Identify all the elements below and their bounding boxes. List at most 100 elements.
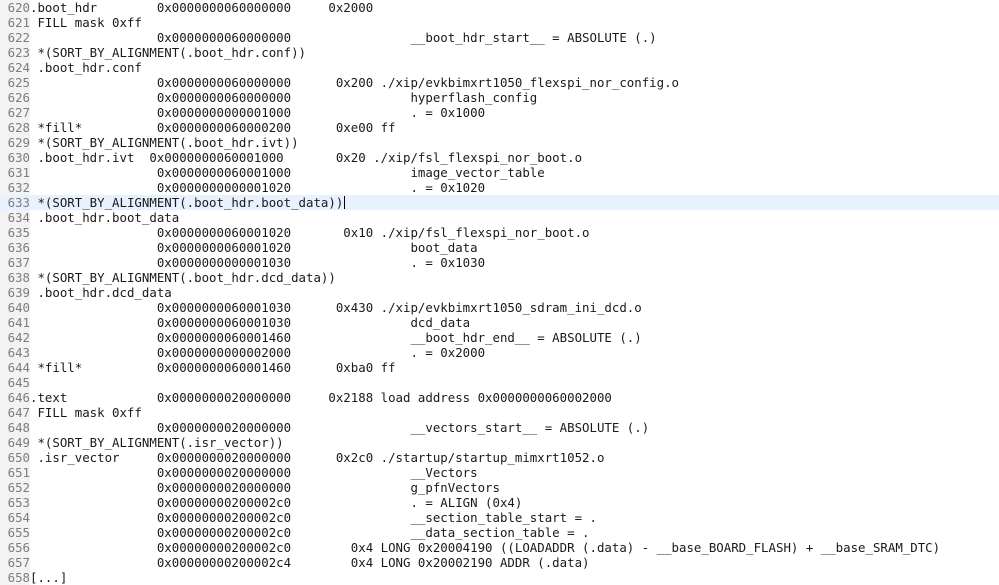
line-text[interactable]: *(SORT_BY_ALIGNMENT(.isr_vector)) bbox=[30, 435, 284, 450]
code-line[interactable]: 638 *(SORT_BY_ALIGNMENT(.boot_hdr.dcd_da… bbox=[0, 270, 999, 285]
code-line[interactable]: 628 *fill* 0x0000000060000200 0xe00 ff bbox=[0, 120, 999, 135]
code-line[interactable]: 624 .boot_hdr.conf bbox=[0, 60, 999, 75]
line-text[interactable]: 0x0000000020000000 __Vectors bbox=[30, 465, 478, 480]
line-text[interactable]: FILL mask 0xff bbox=[30, 405, 142, 420]
line-text[interactable]: 0x00000000200002c4 0x4 LONG 0x20002190 A… bbox=[30, 555, 590, 570]
line-text[interactable]: 0x0000000020000000 g_pfnVectors bbox=[30, 480, 500, 495]
code-line[interactable]: 647 FILL mask 0xff bbox=[0, 405, 999, 420]
line-number: 641 bbox=[0, 315, 30, 330]
code-line[interactable]: 637 0x0000000000001030 . = 0x1030 bbox=[0, 255, 999, 270]
line-number: 649 bbox=[0, 435, 30, 450]
line-text[interactable]: .boot_hdr 0x0000000060000000 0x2000 bbox=[30, 0, 374, 15]
line-text[interactable]: 0x0000000060001020 boot_data bbox=[30, 240, 478, 255]
line-text[interactable]: 0x0000000060001020 0x10 ./xip/fsl_flexsp… bbox=[30, 225, 590, 240]
code-line[interactable]: 653 0x00000000200002c0 . = ALIGN (0x4) bbox=[0, 495, 999, 510]
line-text[interactable]: .boot_hdr.boot_data bbox=[30, 210, 180, 225]
line-number: 628 bbox=[0, 120, 30, 135]
code-line[interactable]: 626 0x0000000060000000 hyperflash_config bbox=[0, 90, 999, 105]
line-text[interactable]: 0x0000000020000000 __vectors_start__ = A… bbox=[30, 420, 650, 435]
code-line[interactable]: 620.boot_hdr 0x0000000060000000 0x2000 bbox=[0, 0, 999, 15]
line-text[interactable]: *(SORT_BY_ALIGNMENT(.boot_hdr.ivt)) bbox=[30, 135, 299, 150]
line-number: 647 bbox=[0, 405, 30, 420]
line-number: 640 bbox=[0, 300, 30, 315]
line-number: 634 bbox=[0, 210, 30, 225]
line-text[interactable]: 0x0000000060000000 0x200 ./xip/evkbimxrt… bbox=[30, 75, 680, 90]
code-line[interactable]: 657 0x00000000200002c4 0x4 LONG 0x200021… bbox=[0, 555, 999, 570]
code-line[interactable]: 655 0x00000000200002c0 __data_section_ta… bbox=[0, 525, 999, 540]
line-number: 651 bbox=[0, 465, 30, 480]
line-text[interactable]: 0x0000000000001000 . = 0x1000 bbox=[30, 105, 486, 120]
line-text[interactable]: 0x00000000200002c0 0x4 LONG 0x20004190 (… bbox=[30, 540, 941, 555]
line-text[interactable]: 0x0000000060001460 __boot_hdr_end__ = AB… bbox=[30, 330, 642, 345]
line-text[interactable]: *fill* 0x0000000060001460 0xba0 ff bbox=[30, 360, 396, 375]
line-number: 636 bbox=[0, 240, 30, 255]
line-text[interactable]: *(SORT_BY_ALIGNMENT(.boot_hdr.dcd_data)) bbox=[30, 270, 336, 285]
code-line[interactable]: 649 *(SORT_BY_ALIGNMENT(.isr_vector)) bbox=[0, 435, 999, 450]
code-line[interactable]: 621 FILL mask 0xff bbox=[0, 15, 999, 30]
code-line[interactable]: 627 0x0000000000001000 . = 0x1000 bbox=[0, 105, 999, 120]
code-line[interactable]: 631 0x0000000060001000 image_vector_tabl… bbox=[0, 165, 999, 180]
code-line[interactable]: 630 .boot_hdr.ivt 0x0000000060001000 0x2… bbox=[0, 150, 999, 165]
code-line[interactable]: 650 .isr_vector 0x0000000020000000 0x2c0… bbox=[0, 450, 999, 465]
line-number: 638 bbox=[0, 270, 30, 285]
code-line[interactable]: 656 0x00000000200002c0 0x4 LONG 0x200041… bbox=[0, 540, 999, 555]
line-text[interactable]: 0x00000000200002c0 __section_table_start… bbox=[30, 510, 597, 525]
line-number: 627 bbox=[0, 105, 30, 120]
line-number: 625 bbox=[0, 75, 30, 90]
line-text[interactable]: *(SORT_BY_ALIGNMENT(.boot_hdr.conf)) bbox=[30, 45, 307, 60]
line-text[interactable]: 0x0000000060000000 __boot_hdr_start__ = … bbox=[30, 30, 657, 45]
line-text[interactable]: 0x00000000200002c0 . = ALIGN (0x4) bbox=[30, 495, 523, 510]
line-number: 623 bbox=[0, 45, 30, 60]
line-text[interactable]: .text 0x0000000020000000 0x2188 load add… bbox=[30, 390, 612, 405]
line-text[interactable]: 0x0000000060001030 0x430 ./xip/evkbimxrt… bbox=[30, 300, 642, 315]
current-line[interactable]: 633 *(SORT_BY_ALIGNMENT(.boot_hdr.boot_d… bbox=[0, 195, 999, 210]
code-line[interactable]: 634 .boot_hdr.boot_data bbox=[0, 210, 999, 225]
line-number: 643 bbox=[0, 345, 30, 360]
code-line[interactable]: 635 0x0000000060001020 0x10 ./xip/fsl_fl… bbox=[0, 225, 999, 240]
code-line[interactable]: 639 .boot_hdr.dcd_data bbox=[0, 285, 999, 300]
line-text[interactable]: .boot_hdr.ivt 0x0000000060001000 0x20 ./… bbox=[30, 150, 583, 165]
line-text[interactable]: 0x0000000000002000 . = 0x2000 bbox=[30, 345, 486, 360]
line-text[interactable]: .boot_hdr.conf bbox=[30, 60, 142, 75]
line-text[interactable]: .isr_vector 0x0000000020000000 0x2c0 ./s… bbox=[30, 450, 605, 465]
code-line[interactable]: 651 0x0000000020000000 __Vectors bbox=[0, 465, 999, 480]
text-cursor bbox=[344, 196, 346, 209]
line-text[interactable]: .boot_hdr.dcd_data bbox=[30, 285, 172, 300]
code-line[interactable]: 636 0x0000000060001020 boot_data bbox=[0, 240, 999, 255]
code-line[interactable]: 644 *fill* 0x0000000060001460 0xba0 ff bbox=[0, 360, 999, 375]
line-text[interactable]: 0x0000000060000000 hyperflash_config bbox=[30, 90, 538, 105]
line-number: 631 bbox=[0, 165, 30, 180]
line-text[interactable]: *fill* 0x0000000060000200 0xe00 ff bbox=[30, 120, 396, 135]
line-text[interactable]: 0x0000000000001030 . = 0x1030 bbox=[30, 255, 486, 270]
code-line[interactable]: 648 0x0000000020000000 __vectors_start__… bbox=[0, 420, 999, 435]
code-line[interactable]: 629 *(SORT_BY_ALIGNMENT(.boot_hdr.ivt)) bbox=[0, 135, 999, 150]
line-text[interactable]: [...] bbox=[30, 570, 68, 585]
code-line[interactable]: 645 bbox=[0, 375, 999, 390]
code-line[interactable]: 623 *(SORT_BY_ALIGNMENT(.boot_hdr.conf)) bbox=[0, 45, 999, 60]
code-line[interactable]: 640 0x0000000060001030 0x430 ./xip/evkbi… bbox=[0, 300, 999, 315]
code-line[interactable]: 642 0x0000000060001460 __boot_hdr_end__ … bbox=[0, 330, 999, 345]
code-line[interactable]: 658[...] bbox=[0, 570, 999, 585]
line-number: 656 bbox=[0, 540, 30, 555]
line-number: 635 bbox=[0, 225, 30, 240]
line-text[interactable]: *(SORT_BY_ALIGNMENT(.boot_hdr.boot_data)… bbox=[30, 195, 344, 210]
code-line[interactable]: 622 0x0000000060000000 __boot_hdr_start_… bbox=[0, 30, 999, 45]
line-number: 657 bbox=[0, 555, 30, 570]
line-text[interactable]: 0x0000000000001020 . = 0x1020 bbox=[30, 180, 486, 195]
line-number: 650 bbox=[0, 450, 30, 465]
line-number: 626 bbox=[0, 90, 30, 105]
line-number: 633 bbox=[0, 195, 30, 210]
code-line[interactable]: 641 0x0000000060001030 dcd_data bbox=[0, 315, 999, 330]
line-text[interactable]: 0x00000000200002c0 __data_section_table … bbox=[30, 525, 590, 540]
code-line[interactable]: 632 0x0000000000001020 . = 0x1020 bbox=[0, 180, 999, 195]
line-number: 655 bbox=[0, 525, 30, 540]
line-text[interactable]: 0x0000000060001000 image_vector_table bbox=[30, 165, 545, 180]
code-line[interactable]: 654 0x00000000200002c0 __section_table_s… bbox=[0, 510, 999, 525]
line-text[interactable]: 0x0000000060001030 dcd_data bbox=[30, 315, 471, 330]
line-text[interactable]: FILL mask 0xff bbox=[30, 15, 142, 30]
code-line[interactable]: 646.text 0x0000000020000000 0x2188 load … bbox=[0, 390, 999, 405]
code-line[interactable]: 652 0x0000000020000000 g_pfnVectors bbox=[0, 480, 999, 495]
code-line[interactable]: 643 0x0000000000002000 . = 0x2000 bbox=[0, 345, 999, 360]
code-line[interactable]: 625 0x0000000060000000 0x200 ./xip/evkbi… bbox=[0, 75, 999, 90]
